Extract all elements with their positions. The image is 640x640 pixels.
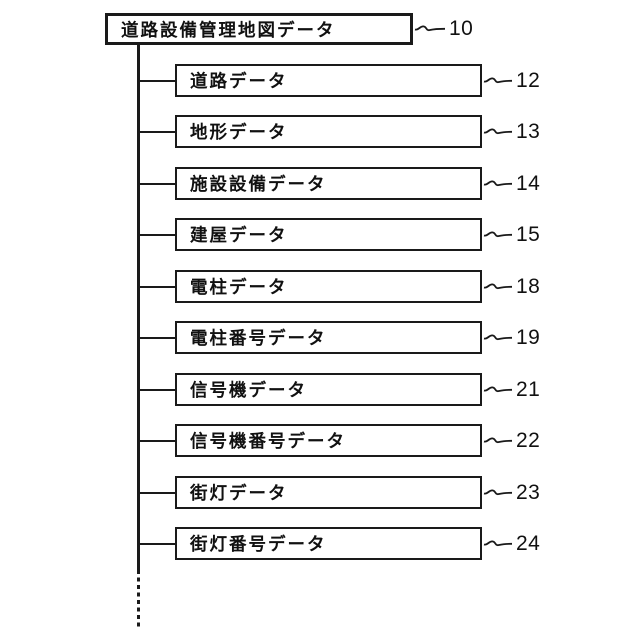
child-row: 電柱データ 18 (138, 270, 540, 303)
ref-number: 24 (516, 531, 541, 555)
ref-number: 15 (516, 222, 541, 246)
child-node-box: 道路データ (175, 64, 482, 97)
root-node-label: 道路設備管理地図データ (121, 19, 336, 40)
child-node-label: 建屋データ (190, 225, 288, 245)
ref-number: 22 (516, 428, 541, 452)
leader-squiggle (483, 76, 513, 83)
child-row: 電柱番号データ 19 (138, 321, 540, 354)
child-node-label: 信号機番号データ (190, 431, 346, 451)
trunk-line-dashed (137, 570, 140, 630)
child-row: 地形データ 13 (138, 115, 540, 148)
connector-line (138, 79, 175, 82)
leader-squiggle (483, 230, 513, 237)
child-node-box: 電柱番号データ (175, 321, 482, 354)
child-node-label: 街灯番号データ (190, 534, 327, 554)
child-node-label: 電柱データ (190, 277, 288, 297)
leader-squiggle (483, 488, 513, 495)
ref-number: 21 (516, 377, 541, 401)
child-node-label: 電柱番号データ (190, 328, 327, 348)
child-node-box: 地形データ (175, 115, 482, 148)
child-node-label: 地形データ (190, 122, 288, 142)
connector-line (138, 285, 175, 288)
ref-number: 18 (516, 274, 541, 298)
child-node-box: 電柱データ (175, 270, 482, 303)
child-node-box: 信号機データ (175, 373, 482, 406)
ref-number: 12 (516, 68, 541, 92)
ref-number: 19 (516, 325, 541, 349)
leader-squiggle (483, 436, 513, 443)
connector-line (138, 439, 175, 442)
child-row: 信号機番号データ 22 (138, 424, 540, 457)
leader-squiggle (483, 385, 513, 392)
child-node-label: 道路データ (190, 71, 288, 91)
child-row: 施設設備データ 14 (138, 167, 540, 200)
child-node-label: 施設設備データ (190, 174, 327, 194)
child-row: 建屋データ 15 (138, 218, 540, 251)
leader-squiggle (483, 539, 513, 546)
child-node-box: 信号機番号データ (175, 424, 482, 457)
child-row: 道路データ 12 (138, 64, 540, 97)
child-node-box: 建屋データ (175, 218, 482, 251)
child-row: 街灯番号データ 24 (138, 527, 540, 560)
connector-line (138, 233, 175, 236)
leader-squiggle (483, 282, 513, 289)
ref-number: 10 (449, 17, 474, 40)
connector-line (138, 542, 175, 545)
ref-number: 13 (516, 119, 541, 143)
connector-line (138, 130, 175, 133)
leader-squiggle (483, 333, 513, 340)
leader-squiggle (483, 179, 513, 186)
child-node-box: 街灯データ (175, 476, 482, 509)
ref-number: 14 (516, 171, 541, 195)
connector-line (138, 336, 175, 339)
child-node-label: 信号機データ (190, 380, 307, 400)
leader-squiggle (414, 25, 446, 32)
leader-squiggle (483, 127, 513, 134)
connector-line (138, 388, 175, 391)
child-node-box: 施設設備データ (175, 167, 482, 200)
trunk-line (137, 45, 140, 570)
child-row: 街灯データ 23 (138, 476, 540, 509)
child-node-label: 街灯データ (190, 483, 288, 503)
ref-number: 23 (516, 480, 541, 504)
root-row: 道路設備管理地図データ 10 (105, 13, 473, 45)
root-node-box: 道路設備管理地図データ (105, 13, 413, 45)
child-node-box: 街灯番号データ (175, 527, 482, 560)
connector-line (138, 491, 175, 494)
child-row: 信号機データ 21 (138, 373, 540, 406)
connector-line (138, 182, 175, 185)
